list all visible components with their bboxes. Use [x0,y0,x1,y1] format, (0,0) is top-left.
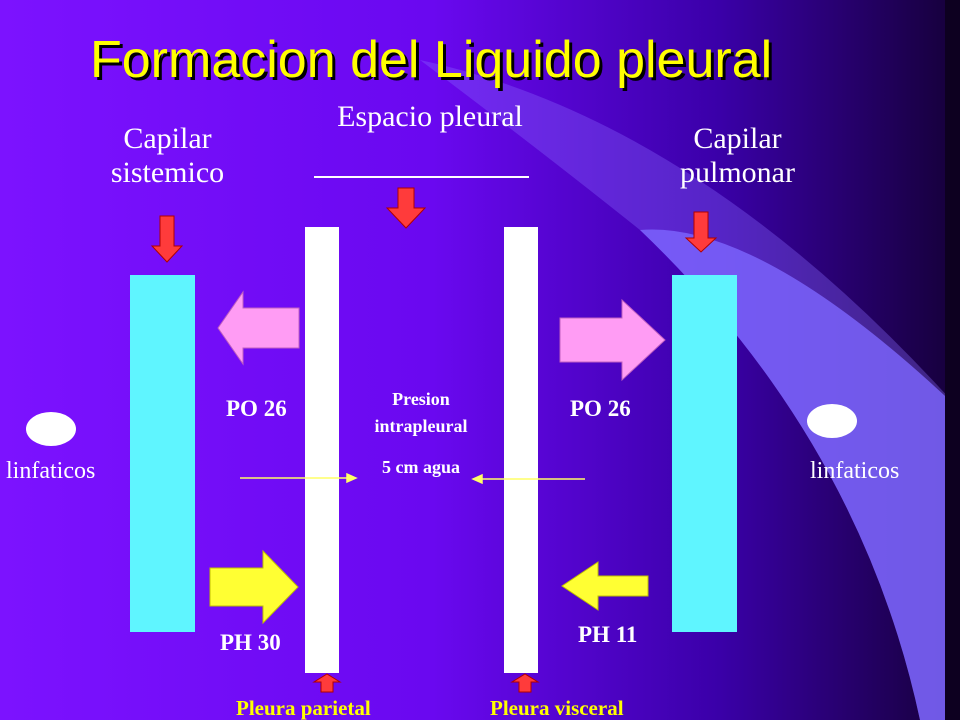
pleura-visceral-label: Pleura visceral [490,696,624,720]
linfaticos-right-oval [807,404,857,438]
linfaticos-left-label: linfaticos [6,458,96,484]
espacio-pleural-label: Espacio pleural [337,100,523,133]
pleura-parietal-bar [305,227,339,673]
hydrostatic-arrow-right [561,561,649,611]
oncotic-arrow-right [559,298,666,382]
po-left-label: PO 26 [226,396,287,421]
linfaticos-right-label: linfaticos [810,458,900,484]
capilar-pulmonar-bar [672,275,737,632]
presion-intrapleural-label: Presion intrapleural [374,389,468,436]
pleura-parietal-label: Pleura parietal [236,696,371,720]
ph-left-label: PH 30 [220,630,281,655]
capilar-pulmonar-label: Capilar pulmonar [680,122,795,189]
pointer-arrow-capilar-sistemico [150,215,184,263]
presion-value-label: 5 cm agua [382,457,460,477]
capilar-sistemico-label: Capilar sistemico [110,122,225,189]
hydrostatic-arrow-left [209,549,299,625]
ph-right-label: PH 11 [578,622,638,647]
pointer-arrow-capilar-pulmonar [684,211,718,253]
pointer-arrow-pleura-parietal [312,673,342,693]
pressure-arrow-right [471,473,585,485]
pointer-arrow-pleura-visceral [510,673,540,693]
oncotic-arrow-left [217,290,300,366]
pressure-arrow-left [240,472,358,484]
po-right-label: PO 26 [570,396,631,421]
linfaticos-left-oval [26,412,76,446]
pleura-visceral-bar [504,227,538,673]
espacio-pleural-underline [314,176,529,178]
slide-title: Formacion del Liquido pleural [90,31,773,89]
capilar-sistemico-bar [130,275,195,632]
pointer-arrow-espacio-pleural [385,187,427,229]
